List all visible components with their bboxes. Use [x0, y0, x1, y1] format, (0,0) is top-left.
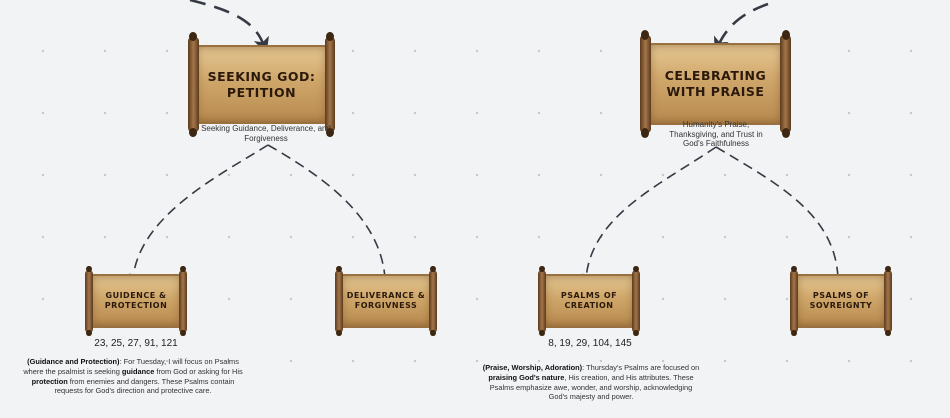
scroll-paper: PSALMS OF SOVREIGNTY — [796, 274, 886, 327]
petition-caption: Seeking Guidance, Deliverance, and Forgi… — [200, 124, 332, 143]
scroll-rod-right — [776, 30, 796, 138]
scroll-title: DELIVERANCE & FORGIVNESS — [347, 291, 425, 311]
scroll-paper: DELIVERANCE & FORGIVNESS — [341, 274, 431, 327]
scroll-rod-left — [535, 266, 548, 336]
scroll-rod-left — [332, 266, 345, 336]
scroll-deliverance-forgiveness[interactable]: DELIVERANCE & FORGIVNESS — [330, 266, 442, 336]
scroll-rod-right — [426, 266, 439, 336]
note-lead: (Guidance and Protection) — [27, 357, 119, 366]
scroll-rod-right — [176, 266, 189, 336]
scroll-rod-right — [629, 266, 642, 336]
scroll-title: PSALMS OF CREATION — [561, 291, 617, 311]
note-lead: (Praise, Worship, Adoration) — [483, 363, 582, 372]
connector-petition-to-guidance[interactable] — [133, 145, 268, 278]
connector-praise-to-creation[interactable] — [586, 147, 716, 278]
scroll-guidance-protection[interactable]: GUIDENCE & PROTECTION — [80, 266, 192, 336]
scroll-paper: PSALMS OF CREATION — [544, 274, 634, 327]
scroll-psalms-of-sovereignty[interactable]: PSALMS OF SOVREIGNTY — [785, 266, 897, 336]
connector-petition-to-deliverance[interactable] — [268, 145, 385, 278]
scroll-rod-left — [82, 266, 95, 336]
scroll-title: PSALMS OF SOVREIGNTY — [810, 291, 873, 311]
guidance-psalm-refs: 23, 25, 27, 91, 121 — [76, 338, 196, 349]
creation-psalm-refs: 8, 19, 29, 104, 145 — [530, 338, 650, 349]
scroll-title: CELEBRATING WITH PRAISE — [665, 68, 766, 99]
praise-caption: Humanity's Praise, Thanksgiving, and Tru… — [660, 120, 772, 149]
guidance-note: (Guidance and Protection): For Tuesday, … — [22, 357, 244, 396]
scroll-seeking-god-petition[interactable]: SEEKING GOD: PETITION — [180, 32, 343, 137]
scroll-rod-right — [881, 266, 894, 336]
scroll-paper: CELEBRATING WITH PRAISE — [649, 43, 783, 125]
scroll-title: GUIDENCE & PROTECTION — [105, 291, 168, 311]
scroll-psalms-of-creation[interactable]: PSALMS OF CREATION — [533, 266, 645, 336]
scroll-title: SEEKING GOD: PETITION — [208, 69, 316, 100]
scroll-rod-right — [320, 32, 340, 137]
scroll-paper: GUIDENCE & PROTECTION — [91, 274, 181, 327]
scroll-paper: SEEKING GOD: PETITION — [196, 45, 326, 125]
creation-note: (Praise, Worship, Adoration): Thursday's… — [480, 363, 702, 402]
connector-praise-to-sovereignty[interactable] — [716, 147, 838, 278]
scroll-rod-left — [635, 30, 655, 138]
scroll-rod-left — [787, 266, 800, 336]
scroll-rod-left — [183, 32, 203, 137]
